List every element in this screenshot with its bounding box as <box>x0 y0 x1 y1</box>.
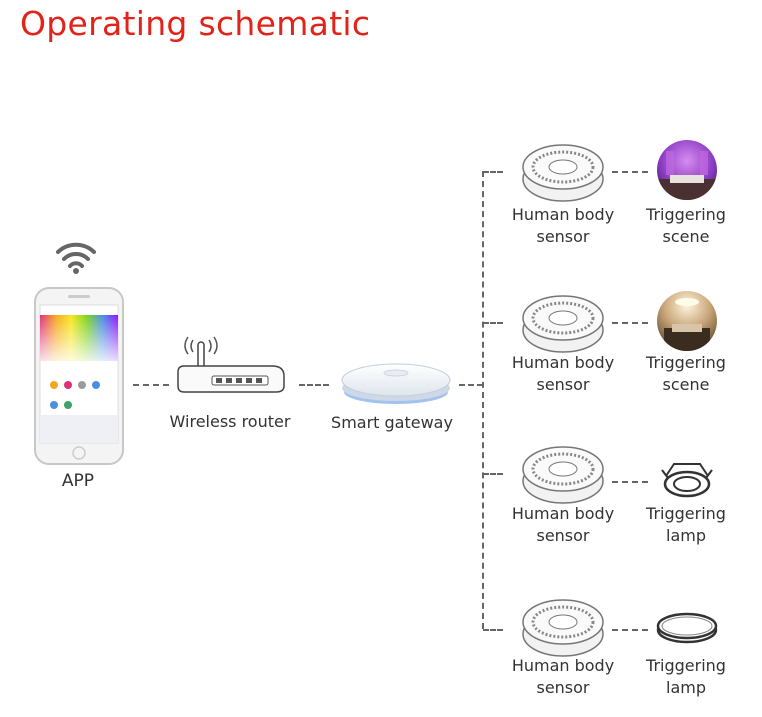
branch-row-2 <box>483 322 503 324</box>
purple-room-scene-icon <box>657 140 717 200</box>
human-body-sensor-icon <box>522 446 604 504</box>
trigger-label-line1: Triggering <box>646 353 726 372</box>
sensor-label: Human body sensor <box>504 503 622 547</box>
sensor-label-line1: Human body <box>511 504 615 523</box>
sensor-label-line2: sensor <box>536 227 590 246</box>
connector-sensor-trigger-4 <box>612 629 648 631</box>
trigger-label: Triggering scene <box>630 204 742 248</box>
trigger-label: Triggering scene <box>630 352 742 396</box>
sensor-label: Human body sensor <box>504 655 622 699</box>
human-body-sensor-icon <box>522 599 604 657</box>
router-icon <box>177 336 285 393</box>
wifi-icon <box>56 242 96 274</box>
sensor-label: Human body sensor <box>504 352 622 396</box>
connector-sensor-trigger-2 <box>612 322 648 324</box>
branch-row-3 <box>483 473 503 475</box>
connector-router-gateway <box>299 384 329 386</box>
connector-sensor-trigger-3 <box>612 481 648 483</box>
trigger-label-line1: Triggering <box>646 656 726 675</box>
sensor-label-line2: sensor <box>536 678 590 697</box>
trigger-label-line1: Triggering <box>646 205 726 224</box>
trigger-label-line2: scene <box>662 227 710 246</box>
sensor-label-line1: Human body <box>511 205 615 224</box>
page-title: Operating schematic <box>20 4 371 43</box>
trigger-label-line2: lamp <box>666 526 706 545</box>
sensor-bus-line <box>482 171 484 629</box>
trigger-label-line2: lamp <box>666 678 706 697</box>
router-label: Wireless router <box>169 412 291 431</box>
smartphone-app-icon <box>34 287 124 465</box>
connector-gateway-bus <box>459 384 483 386</box>
ring-lamp-icon <box>656 612 718 644</box>
connector-sensor-trigger-1 <box>612 171 648 173</box>
sensor-label: Human body sensor <box>504 204 622 248</box>
warm-room-scene-icon <box>657 291 717 351</box>
sensor-label-line2: sensor <box>536 526 590 545</box>
branch-row-1 <box>483 171 503 173</box>
connector-app-router <box>133 384 169 386</box>
trigger-label: Triggering lamp <box>630 655 742 699</box>
downlight-lamp-icon <box>661 463 713 498</box>
trigger-label-line2: scene <box>662 375 710 394</box>
branch-row-4 <box>483 629 503 631</box>
sensor-label-line1: Human body <box>511 353 615 372</box>
sensor-label-line2: sensor <box>536 375 590 394</box>
human-body-sensor-icon <box>522 144 604 202</box>
trigger-label: Triggering lamp <box>630 503 742 547</box>
sensor-label-line1: Human body <box>511 656 615 675</box>
smart-gateway-icon <box>341 363 451 404</box>
human-body-sensor-icon <box>522 295 604 353</box>
app-label: APP <box>61 471 95 491</box>
gateway-label: Smart gateway <box>331 413 453 432</box>
trigger-label-line1: Triggering <box>646 504 726 523</box>
